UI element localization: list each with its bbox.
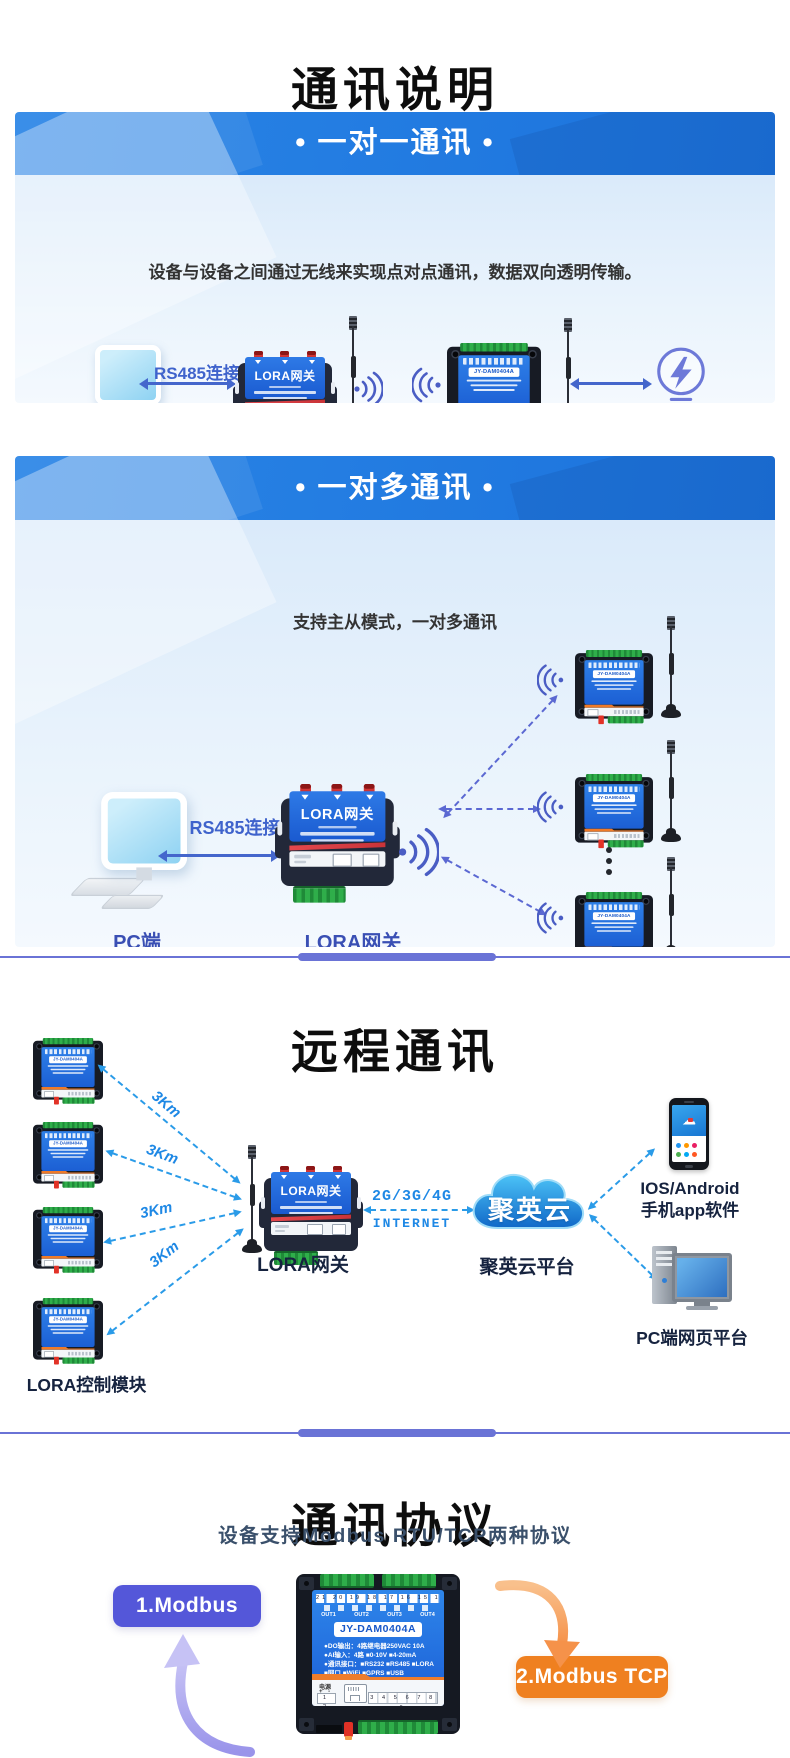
wireless-waves-left-icon (536, 662, 565, 703)
distance-label: 3Km (146, 1237, 183, 1272)
internet-label-bottom: INTERNET (372, 1216, 452, 1231)
module-model-label: JY-DAM0404A (592, 670, 636, 679)
remote-title: 远程通讯 (291, 1025, 499, 1079)
gateway-device-name: LORA网关 (280, 1184, 342, 1198)
modbus-tcp-badge: 2.Modbus TCP (516, 1656, 668, 1698)
section-divider (0, 953, 790, 961)
device-power-pins: + - (319, 1689, 333, 1695)
device-relay-icons (324, 1605, 432, 1611)
internet-label-top: 2G/3G/4G (371, 1188, 452, 1205)
page-title: 通讯说明 (291, 63, 499, 117)
panel-one-to-many-title: • 一对多通讯 • (295, 472, 495, 504)
wireless-waves-right-icon (353, 369, 384, 403)
lora-gateway-device: LORA网关 (275, 784, 400, 903)
app-label-line1: IOS/Android (640, 1179, 740, 1198)
panel-one-to-many-header: • 一对多通讯 • (15, 456, 775, 520)
wireless-waves-left-icon (411, 365, 442, 403)
wireless-waves-right-icon (397, 824, 441, 885)
gateway-antenna-icon (240, 1145, 264, 1253)
device-top-pins: 21 20 19 18 17 16 15 14 13 12 11 10 (316, 1594, 440, 1603)
panel-one-to-one-title: • 一对一通讯 • (295, 127, 495, 159)
panel-one-to-many-body: 支持主从模式，一对多通讯 PC端 RS485连接 LORA网关 (15, 520, 775, 947)
rtu-arrow-icon (152, 1632, 258, 1758)
device-power-label: 电源 (319, 1685, 332, 1691)
protocol-subtitle: 设备支持Modbus RTU/TCP两种协议 (218, 1525, 572, 1547)
module-antenna-icon (556, 318, 580, 403)
cloud-platform-label: 聚英云平台 (479, 1257, 575, 1278)
device-output-labels: OUT1 OUT2 OUT3 OUT4 (321, 1612, 435, 1618)
cloud-icon: 聚英云 (468, 1166, 592, 1241)
module-model-label: JY-DAM0404A (49, 1316, 87, 1324)
panel-one-to-many: • 一对多通讯 • 支持主从模式，一对多通讯 PC端 RS485连接 LORA网… (15, 456, 775, 947)
remote-modules-label: LORA控制模块 (26, 1375, 147, 1395)
device-pins-left: 1 2 (317, 1693, 336, 1706)
panel-one-to-one-header: • 一对一通讯 • (15, 112, 775, 175)
modbus-rtu-badge: 1.Modbus RTU (113, 1585, 261, 1659)
gateway-device-name: LORA网关 (300, 805, 374, 823)
module-model-label: JY-DAM0404A (468, 367, 520, 377)
lora-gateway-device: LORA网关 (233, 351, 337, 403)
cloud-name: 聚英云 (487, 1195, 572, 1225)
rs485-arrow-icon (158, 849, 280, 862)
app-label-line2: 手机app软件 (640, 1201, 740, 1221)
slave-device: JY-DAM0404A (575, 650, 653, 725)
tcp-arrow-icon (492, 1576, 588, 1675)
lora-gateway-device: LORA网关 (259, 1166, 363, 1265)
gateway-antenna-icon (341, 316, 365, 403)
pc-icon (81, 345, 161, 403)
slave-antenna-icon (659, 616, 683, 718)
device-specs: ●DO输出：4路继电器250VAC 10A ●AI输入：4路 ■0-10V ■4… (324, 1643, 434, 1677)
distance-label: 3Km (148, 1087, 185, 1122)
module-model-label: JY-DAM0404A (592, 794, 636, 803)
device-model-label: JY-DAM0404A (334, 1622, 422, 1637)
gateway-device-name: LORA网关 (254, 369, 316, 383)
wireless-link-arrow (446, 859, 542, 913)
panel-one-to-one-description: 设备与设备之间通过无线来实现点对点通讯，数据双向透明传输。 (148, 263, 642, 282)
module-model-label: JY-DAM0404A (49, 1140, 87, 1148)
phone-icon (669, 1098, 709, 1170)
device-pins-right: 3 4 5 6 7 8 9 (368, 1692, 438, 1706)
web-platform-label: PC端网页平台 (636, 1328, 748, 1348)
pc-label: PC端 (113, 932, 161, 947)
distance-arrow (109, 1212, 236, 1242)
wireless-link-arrow (438, 805, 541, 813)
gateway-label: LORA网关 (304, 932, 402, 947)
internet-arrow (363, 1206, 475, 1214)
app-label: IOS/Android 手机app软件 (612, 1178, 768, 1222)
antenna-connector-icon (344, 1722, 353, 1740)
panel-one-to-one: • 一对一通讯 • 设备与设备之间通过无线来实现点对点通讯，数据双向透明传输。 … (15, 112, 775, 403)
slave-device: JY-DAM0404A (575, 892, 653, 947)
slave-antenna-icon (659, 740, 683, 842)
protocol-title: 通讯协议 (291, 1499, 499, 1553)
distance-label: 3Km (138, 1198, 174, 1223)
distance-label: 3Km (144, 1140, 181, 1169)
wireless-waves-left-icon (536, 900, 565, 941)
remote-gateway-label: LORA网关 (257, 1255, 349, 1276)
slave-antenna-icon (659, 857, 683, 947)
lora-module-device: JY-DAM0404A (447, 343, 541, 403)
rs485-label: RS485连接 (154, 364, 240, 383)
slave-device: JY-DAM0404A (575, 774, 653, 849)
panel-one-to-many-description: 支持主从模式，一对多通讯 (293, 613, 497, 632)
section-divider (0, 1429, 790, 1437)
protocol-device: 21 20 19 18 17 16 15 14 13 12 11 10 OUT1… (296, 1574, 460, 1740)
pc-icon (69, 792, 187, 909)
rs485-label: RS485连接 (189, 818, 281, 838)
desktop-pc-icon (650, 1246, 734, 1312)
wireless-waves-left-icon (536, 789, 565, 830)
rs485-arrow-icon (139, 377, 236, 390)
remote-module: JY-DAM0404A (33, 1298, 103, 1365)
panel-one-to-one-body: 设备与设备之间通过无线来实现点对点通讯，数据双向透明传输。 PC端 RS485连… (15, 175, 775, 403)
module-model-label: JY-DAM0404A (49, 1225, 87, 1233)
remote-module: JY-DAM0404A (33, 1207, 103, 1274)
rj45-port-icon (344, 1684, 367, 1703)
remote-module: JY-DAM0404A (33, 1038, 103, 1105)
remote-module: JY-DAM0404A (33, 1122, 103, 1189)
module-model-label: JY-DAM0404A (592, 912, 636, 921)
module-model-label: JY-DAM0404A (49, 1056, 87, 1064)
more-devices-ellipsis (606, 847, 612, 853)
control-output-bulb-icon (652, 345, 710, 403)
output-link-arrow-icon (570, 377, 652, 390)
